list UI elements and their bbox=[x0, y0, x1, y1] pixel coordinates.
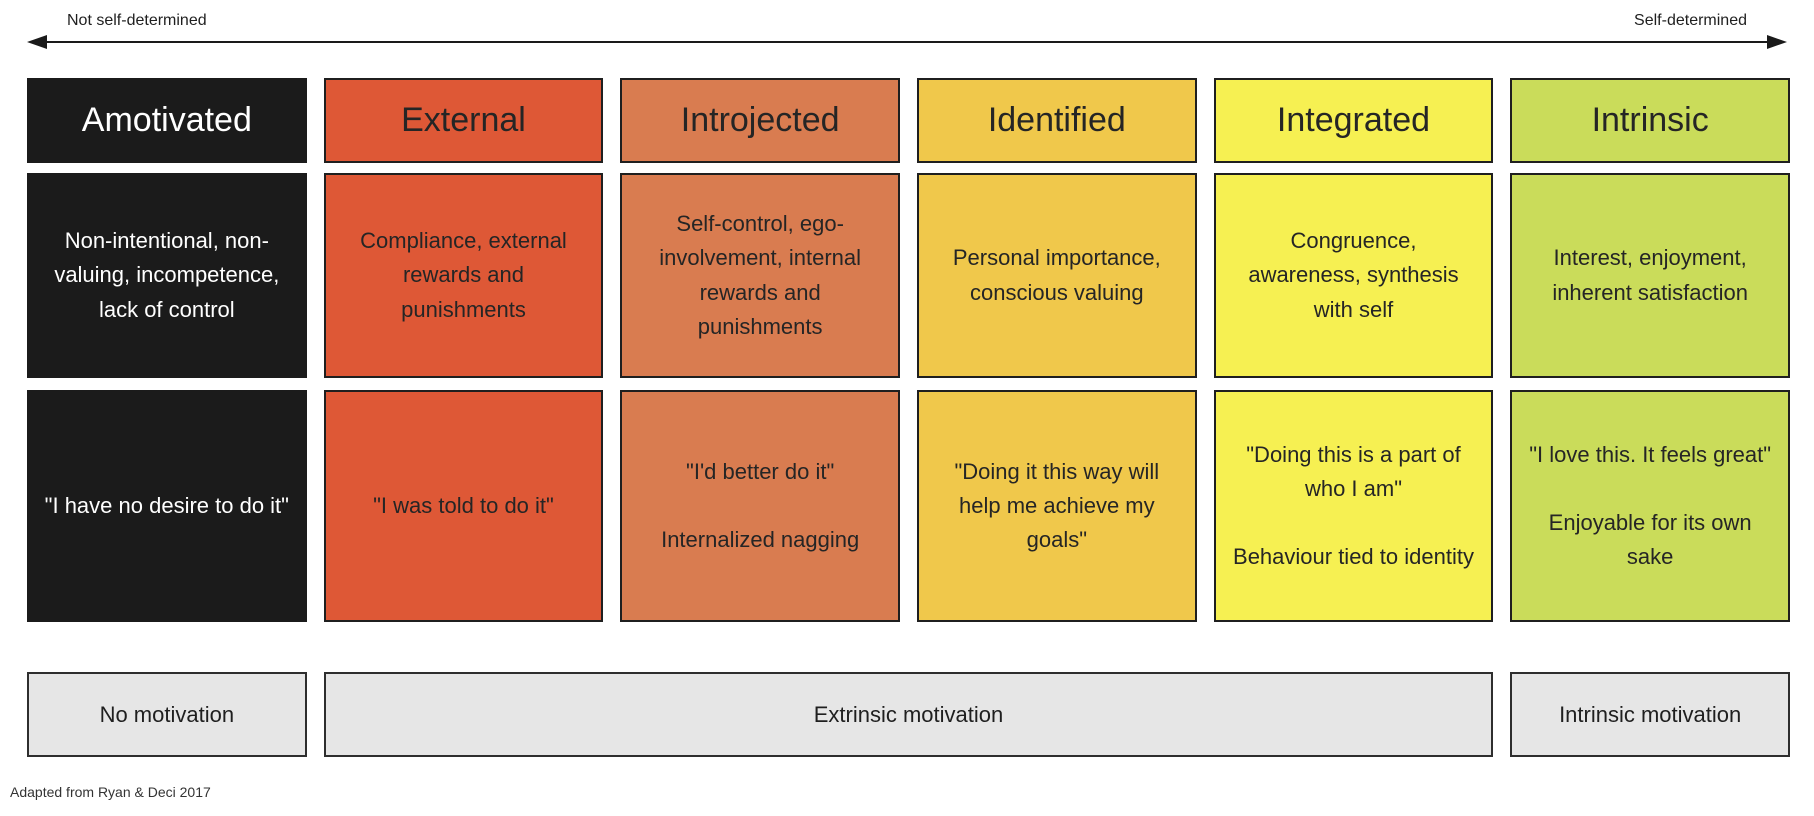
column-external: External Compliance, external rewards an… bbox=[323, 78, 604, 622]
column-title: Intrinsic bbox=[1510, 78, 1790, 163]
quote-text: "I'd better do it" bbox=[686, 458, 835, 484]
axis-line bbox=[43, 41, 1771, 43]
column-description: Compliance, external rewards and punishm… bbox=[323, 173, 604, 378]
column-quote-cell: "I love this. It feels great" Enjoyable … bbox=[1510, 390, 1790, 622]
band-extrinsic-motivation: Extrinsic motivation bbox=[323, 672, 1494, 757]
column-title: Identified bbox=[916, 78, 1197, 163]
column-description: Non-intentional, non-valuing, incompeten… bbox=[27, 173, 307, 378]
axis-label-left: Not self-determined bbox=[67, 12, 207, 29]
column-description: Interest, enjoyment, inherent satisfacti… bbox=[1510, 173, 1790, 378]
column-quote-cell: "Doing this is a part of who I am" Behav… bbox=[1213, 390, 1494, 622]
column-title: External bbox=[323, 78, 604, 163]
column-quote-cell: "I'd better do it" Internalized nagging bbox=[620, 390, 900, 622]
band-no-motivation: No motivation bbox=[27, 672, 307, 757]
column-amotivated: Amotivated Non-intentional, non-valuing,… bbox=[27, 78, 307, 622]
quote-text: "I was told to do it" bbox=[373, 492, 554, 518]
attribution-text: Adapted from Ryan & Deci 2017 bbox=[10, 784, 211, 800]
axis-label-right: Self-determined bbox=[1634, 12, 1747, 29]
column-introjected: Introjected Self-control, ego-involvemen… bbox=[620, 78, 900, 622]
quote-text: "Doing this is a part of who I am" bbox=[1246, 441, 1461, 501]
column-identified: Identified Personal importance, consciou… bbox=[916, 78, 1197, 622]
column-integrated: Integrated Congruence, awareness, synthe… bbox=[1213, 78, 1494, 622]
column-intrinsic: Intrinsic Interest, enjoyment, inherent … bbox=[1510, 78, 1790, 622]
column-quote-cell: "I was told to do it" bbox=[323, 390, 604, 622]
column-title: Integrated bbox=[1213, 78, 1494, 163]
arrowhead-left-icon bbox=[27, 35, 47, 49]
quote-subtext: Enjoyable for its own sake bbox=[1548, 509, 1752, 570]
self-determination-axis: Not self-determined Self-determined bbox=[27, 0, 1787, 60]
column-title: Introjected bbox=[620, 78, 900, 163]
column-title: Amotivated bbox=[27, 78, 307, 163]
column-description: Personal importance, conscious valuing bbox=[916, 173, 1197, 378]
column-description: Congruence, awareness, synthesis with se… bbox=[1213, 173, 1494, 378]
quote-subtext: Behaviour tied to identity bbox=[1233, 544, 1474, 570]
column-description: Self-control, ego-involvement, internal … bbox=[620, 173, 900, 378]
quote-subtext: Internalized nagging bbox=[661, 527, 860, 552]
arrowhead-right-icon bbox=[1767, 35, 1787, 49]
band-intrinsic-motivation: Intrinsic motivation bbox=[1510, 672, 1790, 757]
quote-text: "Doing it this way will help me achieve … bbox=[954, 458, 1160, 553]
quote-text: "I have no desire to do it" bbox=[44, 492, 289, 518]
column-quote-cell: "Doing it this way will help me achieve … bbox=[916, 390, 1197, 622]
column-quote-cell: "I have no desire to do it" bbox=[27, 390, 307, 622]
quote-text: "I love this. It feels great" bbox=[1529, 441, 1772, 467]
motivation-grid: Amotivated Non-intentional, non-valuing,… bbox=[27, 78, 1790, 622]
motivation-category-bands: No motivation Extrinsic motivation Intri… bbox=[27, 672, 1790, 757]
